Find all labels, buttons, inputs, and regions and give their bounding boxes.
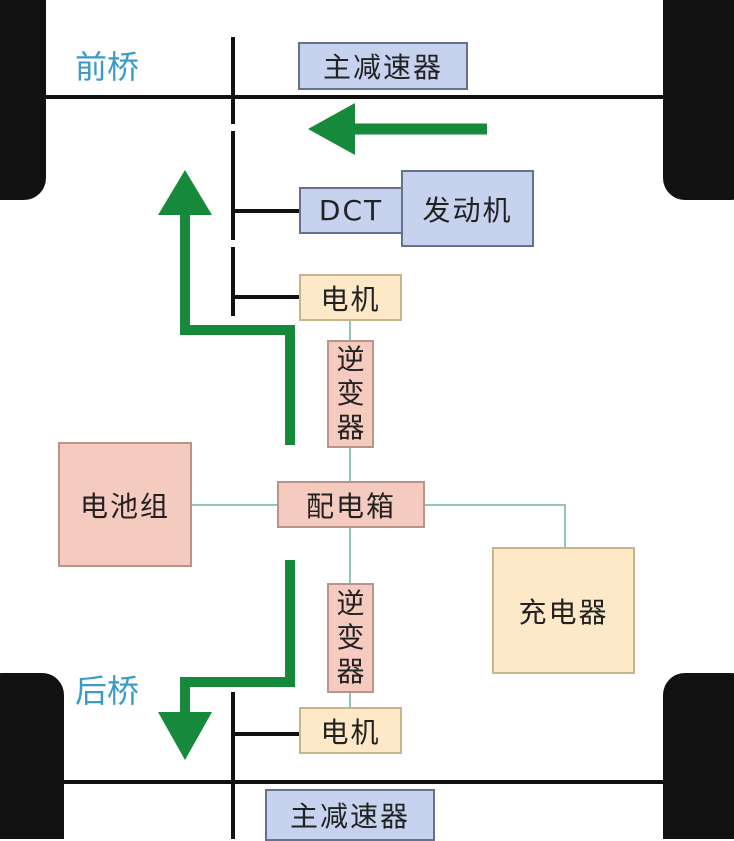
distribution-box: 配电箱 — [277, 481, 425, 528]
inverter-char: 器 — [336, 411, 365, 444]
charger-box: 充电器 — [492, 547, 635, 674]
battery-to-front-arrow — [158, 170, 295, 445]
battery-to-rear-arrow — [158, 560, 295, 760]
inverter-char: 器 — [336, 655, 365, 688]
dct-box: DCT — [299, 187, 403, 234]
rear-shaft — [231, 692, 299, 839]
front-left-wheel — [0, 0, 46, 200]
rear-left-wheel — [0, 673, 64, 839]
inverter-char: 逆 — [336, 587, 365, 620]
front-motor-box: 电机 — [299, 274, 402, 321]
rear-inverter-box: 逆 变 器 — [327, 583, 374, 693]
battery-pack-box: 电池组 — [58, 442, 192, 567]
engine-power-arrow — [308, 103, 487, 155]
inverter-char: 变 — [336, 621, 365, 654]
front-axle-label: 前桥 — [75, 48, 140, 86]
front-right-wheel — [663, 0, 734, 200]
front-inverter-box: 逆 变 器 — [327, 340, 374, 448]
rear-reducer-box: 主减速器 — [265, 789, 435, 841]
engine-box: 发动机 — [401, 170, 534, 247]
inverter-char: 变 — [336, 377, 365, 410]
electrical-wires — [192, 321, 566, 707]
front-shaft — [231, 37, 299, 316]
inverter-char: 逆 — [336, 343, 365, 376]
rear-axle-label: 后桥 — [75, 672, 140, 710]
rear-motor-box: 电机 — [299, 707, 402, 754]
rear-right-wheel — [663, 673, 734, 839]
front-reducer-box: 主减速器 — [298, 42, 468, 90]
